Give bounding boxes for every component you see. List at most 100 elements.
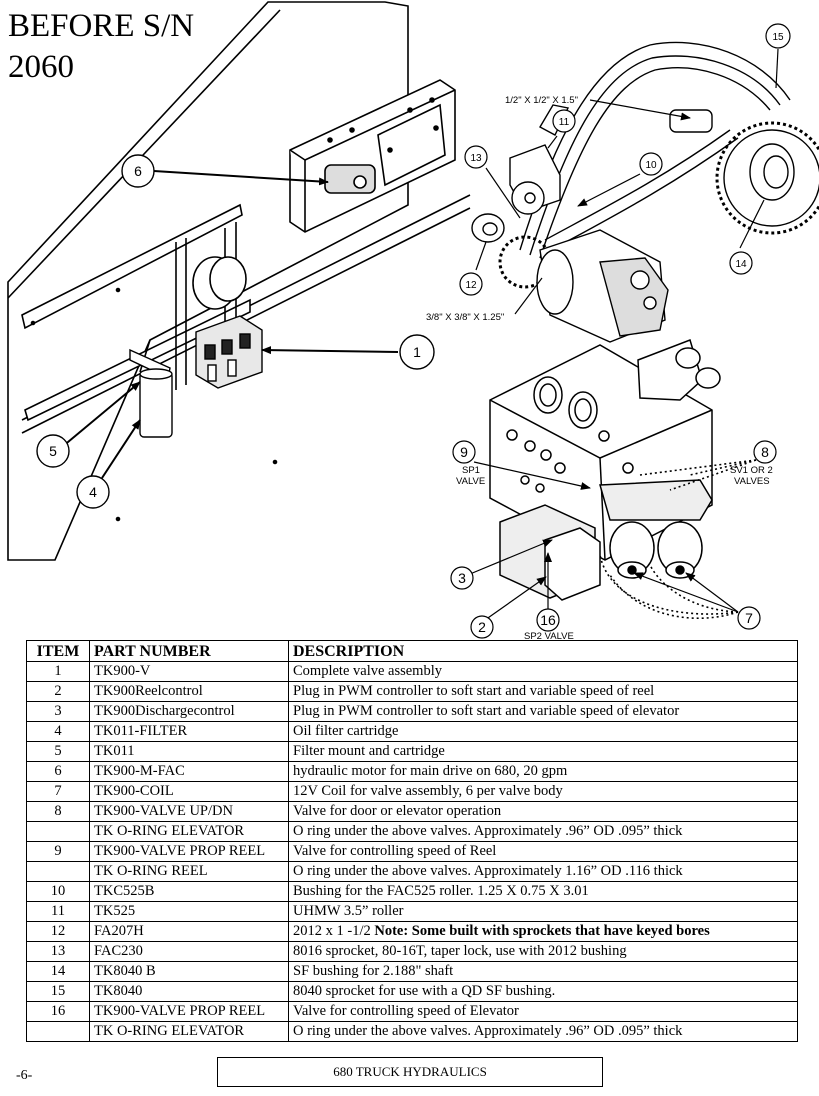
svg-text:10: 10 — [645, 160, 657, 171]
description-cell: 12V Coil for valve assembly, 6 per valve… — [288, 781, 798, 802]
callout-16: 16 — [536, 608, 560, 632]
svg-text:12: 12 — [465, 280, 477, 291]
header-description: DESCRIPTION — [288, 640, 798, 662]
description-cell: Valve for controlling speed of Elevator — [288, 1001, 798, 1022]
callout-12: 12 — [459, 272, 483, 296]
description-cell: Oil filter cartridge — [288, 721, 798, 742]
description-cell: 8040 sprocket for use with a QD SF bushi… — [288, 981, 798, 1002]
part-number-cell: TK900-M-FAC — [89, 761, 289, 782]
item-cell: 6 — [26, 761, 90, 782]
reservoir — [192, 256, 247, 310]
item-cell: 12 — [26, 921, 90, 942]
svg-text:8: 8 — [761, 444, 769, 460]
part-number-cell: TK900-VALVE UP/DN — [89, 801, 289, 822]
header-item: ITEM — [26, 640, 90, 662]
description-cell: O ring under the above valves. Approxima… — [288, 821, 798, 842]
svg-text:2: 2 — [478, 619, 486, 635]
callout-15: 15 — [765, 23, 791, 49]
title-line-1: BEFORE S/N — [8, 8, 195, 44]
description-cell: Valve for controlling speed of Reel — [288, 841, 798, 862]
part-number-cell: FA207H — [89, 921, 289, 942]
item-cell: 8 — [26, 801, 90, 822]
part-number-cell: TK011-FILTER — [89, 721, 289, 742]
description-cell: SF bushing for 2.188" shaft — [288, 961, 798, 982]
callout-2: 2 — [470, 615, 494, 639]
page-number: -6- — [16, 1068, 33, 1083]
description-cell: 8016 sprocket, 80-16T, taper lock, use w… — [288, 941, 798, 962]
dotted-leaders — [599, 459, 757, 620]
hydraulic-motor — [536, 229, 669, 343]
item-cell: 3 — [26, 701, 90, 722]
part-number-cell: TK011 — [89, 741, 289, 762]
description-cell: Complete valve assembly — [288, 661, 798, 682]
item-cell: 5 — [26, 741, 90, 762]
svg-text:15: 15 — [772, 32, 784, 43]
svg-text:11: 11 — [559, 117, 570, 128]
item-cell — [26, 861, 90, 882]
item-cell: 4 — [26, 721, 90, 742]
key-dimension-lower: 3/8" X 3/8" X 1.25" — [426, 312, 504, 323]
callout-4: 4 — [76, 475, 110, 509]
part-number-cell: TKC525B — [89, 881, 289, 902]
part-number-cell: TK900-COIL — [89, 781, 289, 802]
item-cell: 1 — [26, 661, 90, 682]
part-number-cell: TK O-RING ELEVATOR — [89, 1021, 289, 1042]
sv-label-line2: VALVES — [734, 476, 770, 487]
part-number-cell: TK8040 B — [89, 961, 289, 982]
oil-filter — [129, 348, 173, 438]
description-cell: O ring under the above valves. Approxima… — [288, 1021, 798, 1042]
callout-5: 5 — [36, 434, 70, 468]
item-cell: 9 — [26, 841, 90, 862]
leader-lines — [61, 48, 779, 621]
callout-13: 13 — [464, 145, 488, 169]
callout-1: 1 — [399, 334, 435, 370]
item-cell: 14 — [26, 961, 90, 982]
sp1-label-line2: VALVE — [456, 476, 485, 487]
item-cell: 7 — [26, 781, 90, 802]
callout-6: 6 — [121, 154, 155, 188]
svg-text:14: 14 — [735, 259, 747, 270]
header-part-number: PART NUMBER — [89, 640, 289, 662]
title-line-2: 2060 — [8, 49, 74, 85]
description-cell: UHMW 3.5” roller — [288, 901, 798, 922]
item-cell — [26, 1021, 90, 1042]
callout-7: 7 — [737, 606, 761, 630]
description-cell: 2012 x 1 -1/2 Note: Some built with spro… — [288, 921, 798, 942]
svg-text:13: 13 — [470, 153, 482, 164]
part-number-cell: TK900-VALVE PROP REEL — [89, 841, 289, 862]
item-cell: 15 — [26, 981, 90, 1002]
svg-text:9: 9 — [460, 444, 468, 460]
part-number-cell: TK8040 — [89, 981, 289, 1002]
table-header-row: ITEM PART NUMBER DESCRIPTION — [26, 640, 798, 662]
sp2-label: SP2 VALVE — [524, 631, 574, 640]
valve-assembly-small — [195, 315, 263, 389]
description-cell: O ring under the above valves. Approxima… — [288, 861, 798, 882]
callout-14: 14 — [729, 251, 753, 275]
description-cell: Plug in PWM controller to soft start and… — [288, 681, 798, 702]
svg-text:16: 16 — [540, 612, 556, 628]
page-title: BEFORE S/N 2060 — [8, 6, 194, 88]
motor-housing — [289, 79, 456, 233]
item-cell: 16 — [26, 1001, 90, 1022]
part-number-cell: FAC230 — [89, 941, 289, 962]
part-number-cell: TK900-V — [89, 661, 289, 682]
item-cell: 10 — [26, 881, 90, 902]
part-number-cell: TK525 — [89, 901, 289, 922]
